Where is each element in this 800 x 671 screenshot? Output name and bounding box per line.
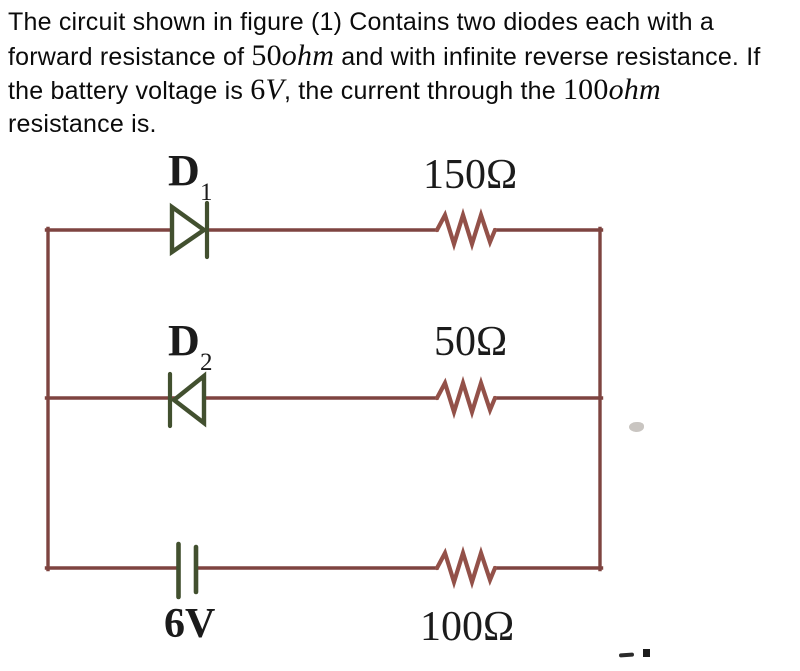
label-d1-subscript: 1 — [200, 179, 213, 206]
diode-d1-triangle — [169, 202, 208, 257]
problem-line-3: the battery voltage is 6V, the current t… — [8, 73, 798, 107]
text-run: , the current through the — [283, 77, 563, 105]
cropped-text-artifact-dot — [643, 649, 650, 657]
diode-d2-triangle — [170, 371, 207, 428]
math-number: 6 — [250, 73, 266, 106]
math-unit: ohm — [608, 73, 661, 106]
text-run: and with infinite reverse resistance. If — [334, 43, 761, 71]
text-run: The circuit shown in figure (1) Contains… — [8, 8, 714, 36]
problem-text: The circuit shown in figure (1) Contains… — [8, 5, 798, 141]
label-d1: D — [168, 146, 200, 195]
resistor-150ohm — [434, 207, 498, 252]
text-run: the battery voltage is — [8, 77, 251, 105]
problem-line-4: resistance is. — [8, 107, 798, 141]
label-d2: D — [168, 316, 200, 365]
problem-line-2: forward resistance of 50ohm and with inf… — [8, 39, 798, 73]
label-resistor-50: 50Ω — [434, 319, 507, 365]
circuit-diagram: D 1 150Ω D 2 50Ω 6V 100Ω — [44, 146, 604, 650]
resistor-100ohm — [434, 545, 498, 590]
math-unit: V — [265, 73, 284, 106]
problem-line-1: The circuit shown in figure (1) Contains… — [8, 5, 798, 39]
text-run: resistance is. — [8, 110, 157, 138]
scan-smudge-artifact — [629, 422, 644, 432]
resistor-50ohm — [434, 375, 498, 420]
math-number: 100 — [562, 73, 609, 106]
label-resistor-150: 150Ω — [423, 152, 517, 198]
math-unit: ohm — [281, 39, 335, 72]
label-resistor-100: 100Ω — [420, 604, 514, 650]
label-battery-6v: 6V — [164, 601, 215, 647]
label-d2-subscript: 2 — [200, 349, 213, 376]
math-number: 50 — [251, 39, 282, 72]
text-run: forward resistance of — [8, 43, 252, 71]
